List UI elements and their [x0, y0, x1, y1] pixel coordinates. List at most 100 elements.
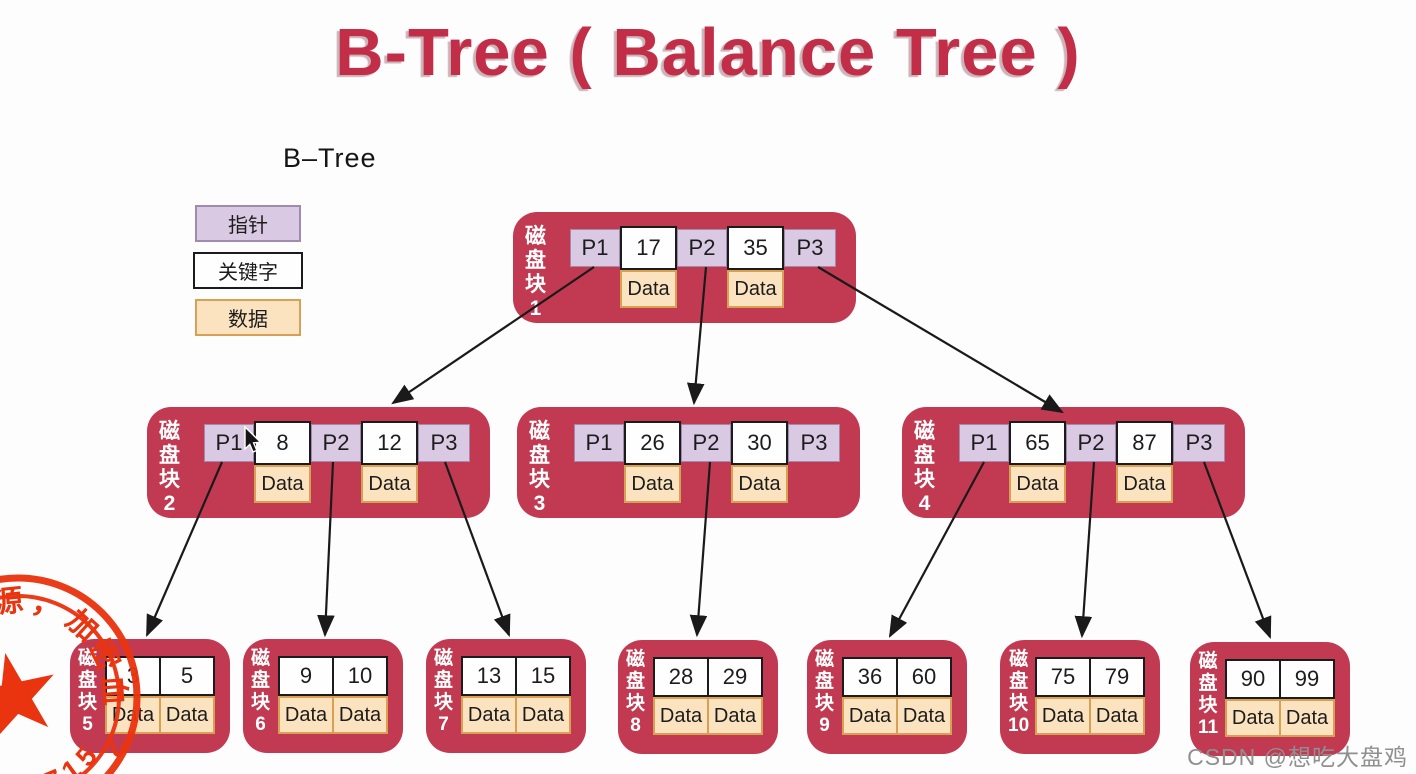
pointer-cell-P2: P2 [1066, 424, 1116, 462]
key-cell-30: 30 [731, 421, 788, 465]
disk-block-number: 11 [1198, 717, 1219, 738]
key-cell-9: 9 [278, 656, 334, 696]
stamp-digit: 7 [0, 767, 5, 774]
key-cell-3: 3 [105, 656, 161, 696]
disk-block-title-char: 磁 [251, 648, 271, 669]
key-cell-28: 28 [653, 657, 709, 697]
disk-block-number: 2 [163, 492, 176, 515]
disk-block-number: 9 [819, 715, 830, 736]
pointer-cell-P2: P2 [311, 424, 361, 462]
data-cell: Data [707, 697, 763, 735]
disk-block-number: 10 [1008, 715, 1030, 736]
disk-block-number: 3 [533, 492, 546, 515]
data-cell: Data [653, 697, 709, 735]
disk-block-title-char: 盘 [1198, 673, 1218, 694]
data-cell: Data [620, 270, 677, 308]
disk-block-title-char: 磁 [914, 420, 935, 443]
disk-block-title-char: 盘 [529, 444, 550, 467]
key-cell-87: 87 [1116, 421, 1173, 465]
disk-block-number: 7 [438, 714, 449, 735]
disk-block-title-char: 盘 [626, 671, 646, 692]
page-title: B-Tree ( Balance Tree ) [335, 15, 1081, 90]
data-cell: Data [332, 696, 388, 734]
disk-block-title-char: 块 [626, 693, 646, 714]
legend-pointer-label: 指针 [228, 215, 268, 237]
pointer-cell-P1: P1 [959, 424, 1009, 462]
stamp-char: ， [28, 586, 67, 627]
stamp-digit: 1 [56, 753, 87, 774]
disk-block-title-char: 盘 [914, 444, 935, 467]
disk-block-title-char: 盘 [525, 249, 546, 272]
key-cell-90: 90 [1225, 659, 1281, 699]
key-cell-75: 75 [1035, 657, 1091, 697]
stamp-star-icon: ★ [0, 623, 76, 766]
disk-block-title-char: 磁 [529, 420, 550, 443]
disk-block-title-char: 磁 [626, 649, 646, 670]
disk-block-title-char: 块 [159, 468, 180, 491]
key-cell-99: 99 [1279, 659, 1335, 699]
pointer-cell-P3: P3 [418, 424, 470, 462]
disk-block-title-char: 块 [1198, 695, 1218, 716]
disk-block-title-char: 盘 [159, 444, 180, 467]
pointer-cell-P2: P2 [677, 229, 727, 267]
key-cell-26: 26 [624, 421, 681, 465]
disk-block-title-char: 块 [251, 692, 271, 713]
key-cell-10: 10 [332, 656, 388, 696]
disk-block-title-char: 盘 [434, 670, 454, 691]
disk-block-number: 8 [630, 715, 641, 736]
disk-block-title-char: 块 [525, 273, 546, 296]
disk-block-title-char: 块 [434, 692, 454, 713]
stamp-digit: 7 [40, 763, 66, 774]
pointer-cell-P1: P1 [574, 424, 624, 462]
disk-block-title-char: 磁 [1009, 649, 1029, 670]
pointer-cell-P2: P2 [681, 424, 731, 462]
disk-block-title-char: 磁 [525, 225, 546, 248]
key-cell-15: 15 [515, 656, 571, 696]
disk-block-title-char: 块 [815, 693, 835, 714]
data-cell: Data [515, 696, 571, 734]
data-cell: Data [896, 697, 952, 735]
legend-item-keyword: 关键字 [193, 252, 303, 289]
disk-block-title-char: 盘 [1009, 671, 1029, 692]
disk-block-title-char: 块 [529, 468, 550, 491]
disk-block-number: 5 [82, 714, 93, 735]
disk-block-title-char: 块 [1009, 693, 1029, 714]
key-cell-29: 29 [707, 657, 763, 697]
data-cell: Data [727, 270, 784, 308]
data-cell: Data [278, 696, 334, 734]
pointer-cell-P1: P1 [204, 424, 254, 462]
key-cell-65: 65 [1009, 421, 1066, 465]
data-cell: Data [1089, 697, 1145, 735]
disk-block-title-char: 盘 [251, 670, 271, 691]
key-cell-8: 8 [254, 421, 311, 465]
legend-item-pointer: 指针 [195, 205, 301, 242]
data-cell: Data [1279, 699, 1335, 737]
disk-block-number: 6 [255, 714, 266, 735]
data-cell: Data [361, 465, 418, 503]
data-cell: Data [1116, 465, 1173, 503]
stamp-digit: 6 [23, 770, 44, 774]
key-cell-36: 36 [842, 657, 898, 697]
key-cell-17: 17 [620, 226, 677, 270]
key-cell-35: 35 [727, 226, 784, 270]
key-cell-79: 79 [1089, 657, 1145, 697]
data-cell: Data [1009, 465, 1066, 503]
stamp-char: 源 [0, 584, 25, 620]
key-cell-12: 12 [361, 421, 418, 465]
disk-block-title-char: 块 [78, 692, 98, 713]
